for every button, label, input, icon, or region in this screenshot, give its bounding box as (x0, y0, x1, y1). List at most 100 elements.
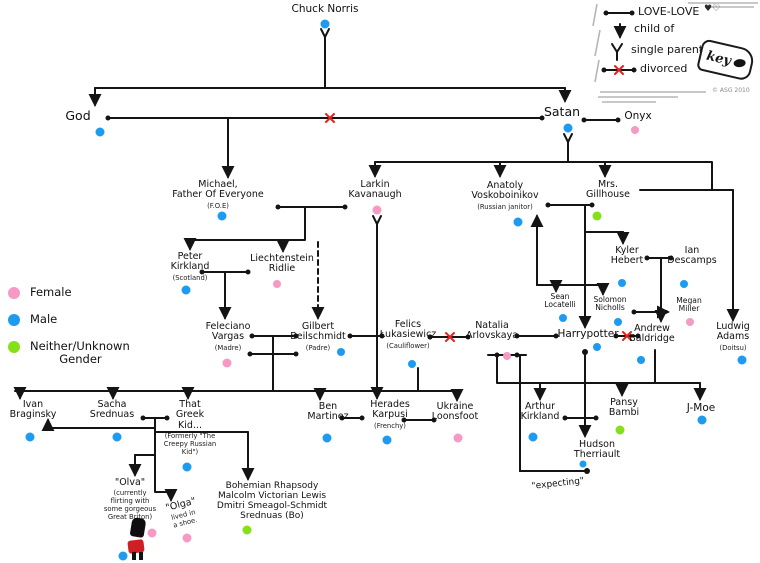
gender-dot-michael (217, 211, 227, 221)
node-that-greek-kid: That Greek Kid...(Formerly "The Creepy R… (163, 399, 217, 457)
node-bohemian-rhapsody: Bohemian Rhapsody Malcolm Victorian Lewi… (217, 481, 327, 522)
node-peter-kirkland: Peter Kirkland(Scotland) (170, 251, 210, 282)
node-label: Natalia Arlovskaya (465, 320, 519, 342)
node-note: (F.O.E) (207, 201, 229, 210)
gender-dot-ivan (25, 432, 35, 442)
gender-dot-herades (382, 435, 392, 445)
node-label: Onyx (624, 110, 652, 122)
legend-label-female: Female (30, 285, 72, 299)
legend-swatch-female (8, 287, 20, 299)
node-ian: Ian Descamps (667, 245, 716, 267)
node-label: Herades Karpusi (370, 399, 410, 421)
gender-dot-royal-guard (118, 551, 128, 561)
node-label: Peter Kirkland (170, 251, 210, 273)
tree-structure-lines (13, 12, 740, 502)
legend-swatch-male (8, 314, 20, 326)
node-label: Liechtenstein Ridlie (250, 253, 314, 275)
node-olva: "Olva"(currently flirting with some gorg… (103, 477, 157, 522)
legend-swatch-neutral (8, 341, 20, 353)
node-label: Megan Miller (676, 296, 702, 314)
gender-dot-kyler (618, 279, 626, 287)
gender-dot-gillhouse (592, 211, 602, 221)
node-liechtenstein: Liechtenstein Ridlie (250, 253, 314, 275)
gender-dot-liechtenstein (273, 280, 281, 288)
bottom-generation-lines (14, 390, 458, 493)
node-megan: Megan Miller (676, 296, 702, 314)
node-note: (Formerly "The Creepy Russian Kid") (163, 432, 217, 457)
key-item-divorced: divorced (640, 62, 688, 75)
node-label: Larkin Kavanaugh (348, 179, 402, 201)
node-label: Anatoly Voskoboinikov (471, 180, 539, 202)
node-label: Ben Martinez (307, 401, 349, 423)
node-harrypotter: Harrypotter (557, 328, 619, 341)
gender-dot-olga (182, 533, 192, 543)
node-label: Chuck Norris (291, 3, 359, 15)
gender-dot-greekkid (182, 462, 192, 472)
node-chuck-norris: Chuck Norris (291, 3, 359, 16)
node-sean: Sean Locatelli (544, 292, 576, 310)
gender-dot-bohemian (242, 525, 252, 535)
node-j-moe: J-Moe (686, 402, 716, 415)
gender-dot-gilbert (337, 348, 345, 356)
node-label: Harrypotter (557, 328, 619, 340)
key-icon-lines (603, 12, 635, 71)
gender-dot-satan (563, 123, 573, 133)
gender-dot-arthur (528, 432, 538, 442)
divorced-x-marks (325, 65, 632, 342)
node-note: (Scotland) (172, 273, 208, 282)
node-label: "Olva" (114, 477, 146, 488)
key-title: key (704, 48, 733, 69)
node-andrew: Andrew Baldridge (629, 323, 674, 345)
node-note: (Frenchy) (374, 421, 406, 430)
gender-dot-onyx (631, 126, 639, 134)
node-kyler: Kyler Hebert (610, 245, 644, 267)
node-note: (Madre) (214, 343, 242, 352)
node-label: Felics Łukasiewicz (379, 319, 437, 341)
gender-dot-ukraine (453, 433, 463, 443)
child-of-arrows (13, 23, 740, 502)
royal-guard-leg-drawing (132, 552, 136, 560)
legend-label-male: Male (30, 312, 58, 326)
node-label: Kyler Hebert (610, 245, 644, 267)
gender-dot-harrypotter (593, 343, 601, 351)
gender-dot-olva (147, 528, 157, 538)
node-pansy: Pansy Bambi (608, 397, 640, 419)
node-label: Solomon Nicholls (593, 295, 627, 313)
node-note: (Russian janitor) (477, 202, 533, 211)
node-sacha: Sacha Srednuas (90, 399, 134, 421)
artist-signature: © ASG 2010 (712, 87, 750, 94)
node-label: Hudson Therriault (573, 439, 621, 461)
node-solomon: Solomon Nicholls (593, 295, 627, 313)
node-gilbert: Gilbert Beilschmidt(Padre) (290, 321, 346, 352)
node-label: Ludwig Adams (716, 321, 750, 343)
node-arthur: Arthur Kirkland (520, 401, 560, 423)
node-feleciano: Feleciano Vargas(Madre) (205, 321, 251, 352)
ink-blob-icon (733, 58, 746, 68)
royal-guard-hat-drawing (129, 517, 147, 538)
node-larkin: Larkin Kavanaugh (348, 179, 402, 201)
node-natalia: Natalia Arlovskaya (465, 320, 519, 342)
key-item-single-parent: single parent (631, 43, 704, 56)
node-label: J-Moe (686, 402, 716, 414)
key-item-love-love: LOVE-LOVE (638, 5, 700, 18)
node-note: (Padre) (305, 343, 331, 352)
node-ivan: Ivan Braginsky (9, 399, 57, 421)
key-item-child-of: child of (634, 22, 675, 35)
gender-dot-hudson (579, 460, 587, 468)
node-label: Feleciano Vargas (205, 321, 251, 343)
node-label: Sean Locatelli (544, 292, 576, 310)
node-label: Arthur Kirkland (520, 401, 560, 423)
node-note: (currently flirting with some gorgeous G… (103, 489, 157, 522)
gender-dots (8, 19, 747, 561)
node-label: Gilbert Beilschmidt (290, 321, 346, 343)
gender-dot-feleciano (222, 358, 232, 368)
node-michael: Michael, Father Of Everyone(F.O.E) (172, 179, 263, 210)
gender-dot-anatoly (513, 217, 523, 227)
node-ludwig: Ludwig Adams(Doitsu) (716, 321, 750, 352)
node-label: Ivan Braginsky (9, 399, 57, 421)
gender-dot-ben (322, 433, 332, 443)
gender-dot-larkin (372, 205, 382, 215)
node-label: Pansy Bambi (608, 397, 640, 419)
gender-dot-felics (408, 360, 416, 368)
